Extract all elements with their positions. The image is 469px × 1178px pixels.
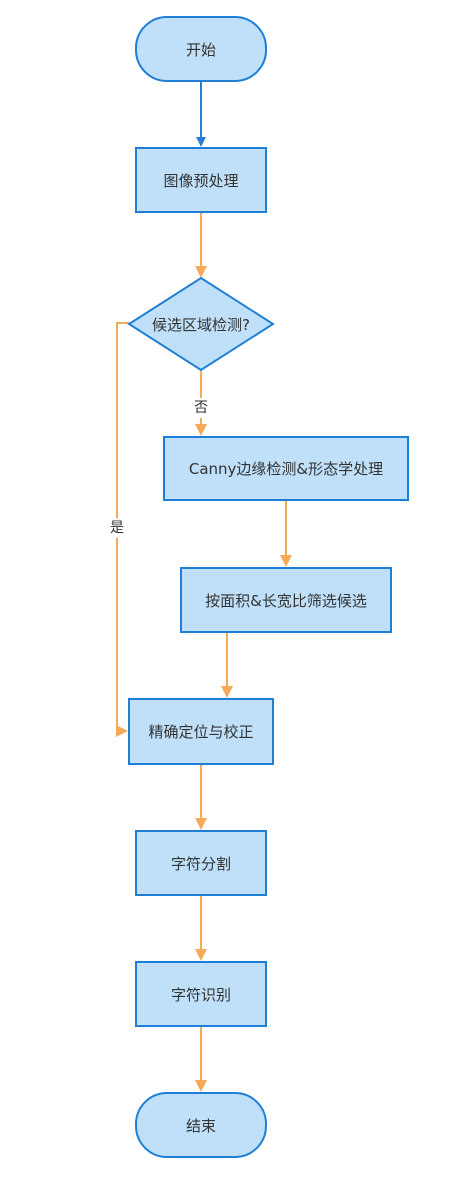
recognize-node: 字符识别	[135, 961, 267, 1027]
edge-label-yes: 是	[109, 518, 125, 538]
locate-node: 精确定位与校正	[128, 698, 274, 765]
start-node-label: 开始	[185, 40, 216, 59]
canny-node-label: Canny边缘检测&形态学处理	[188, 460, 384, 478]
end-node-label: 结束	[185, 1116, 216, 1135]
preprocess-node-label: 图像预处理	[163, 171, 239, 190]
end-node: 结束	[135, 1092, 267, 1158]
segment-node-label: 字符分割	[170, 854, 231, 873]
preprocess-node: 图像预处理	[135, 147, 267, 213]
decision-node-label: 候选区域检测?	[152, 315, 250, 334]
recognize-node-label: 字符识别	[170, 985, 231, 1004]
start-node: 开始	[135, 16, 267, 82]
filter-node-label: 按面积&长宽比筛选候选	[205, 591, 367, 610]
filter-node: 按面积&长宽比筛选候选	[180, 567, 392, 633]
edge-label-no: 否	[193, 398, 209, 418]
segment-node: 字符分割	[135, 830, 267, 896]
canny-node: Canny边缘检测&形态学处理	[163, 436, 409, 501]
decision-node-label-wrap: 候选区域检测?	[129, 278, 273, 370]
decision-diamond	[127, 276, 275, 372]
locate-node-label: 精确定位与校正	[148, 723, 254, 741]
